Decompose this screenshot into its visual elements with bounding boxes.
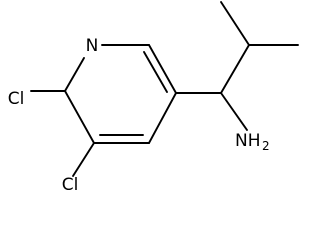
nitrogen-label: N xyxy=(86,36,99,56)
bond-c2-c3 xyxy=(64,90,95,144)
bond-c5-c6-inner xyxy=(143,51,168,93)
bond-n1-c2 xyxy=(64,57,85,92)
bond-c4-c5 xyxy=(148,92,177,144)
atom-labels: N Cl Cl NH 2 xyxy=(8,36,270,195)
bond-beta-methyl-left xyxy=(220,1,250,46)
bond-c5-c6 xyxy=(148,44,177,94)
molecule-structure-diagram: N Cl Cl NH 2 xyxy=(8,1,299,195)
amine-label: NH xyxy=(235,131,261,151)
bond-alpha-beta xyxy=(220,44,250,94)
bond-alpha-amine xyxy=(220,92,248,131)
amine-subscript: 2 xyxy=(262,139,270,153)
bond-c3-cl-lower xyxy=(72,142,95,177)
chlorine-upper-label: Cl xyxy=(8,89,25,109)
bonds xyxy=(30,1,299,177)
chlorine-lower-label: Cl xyxy=(62,175,79,195)
